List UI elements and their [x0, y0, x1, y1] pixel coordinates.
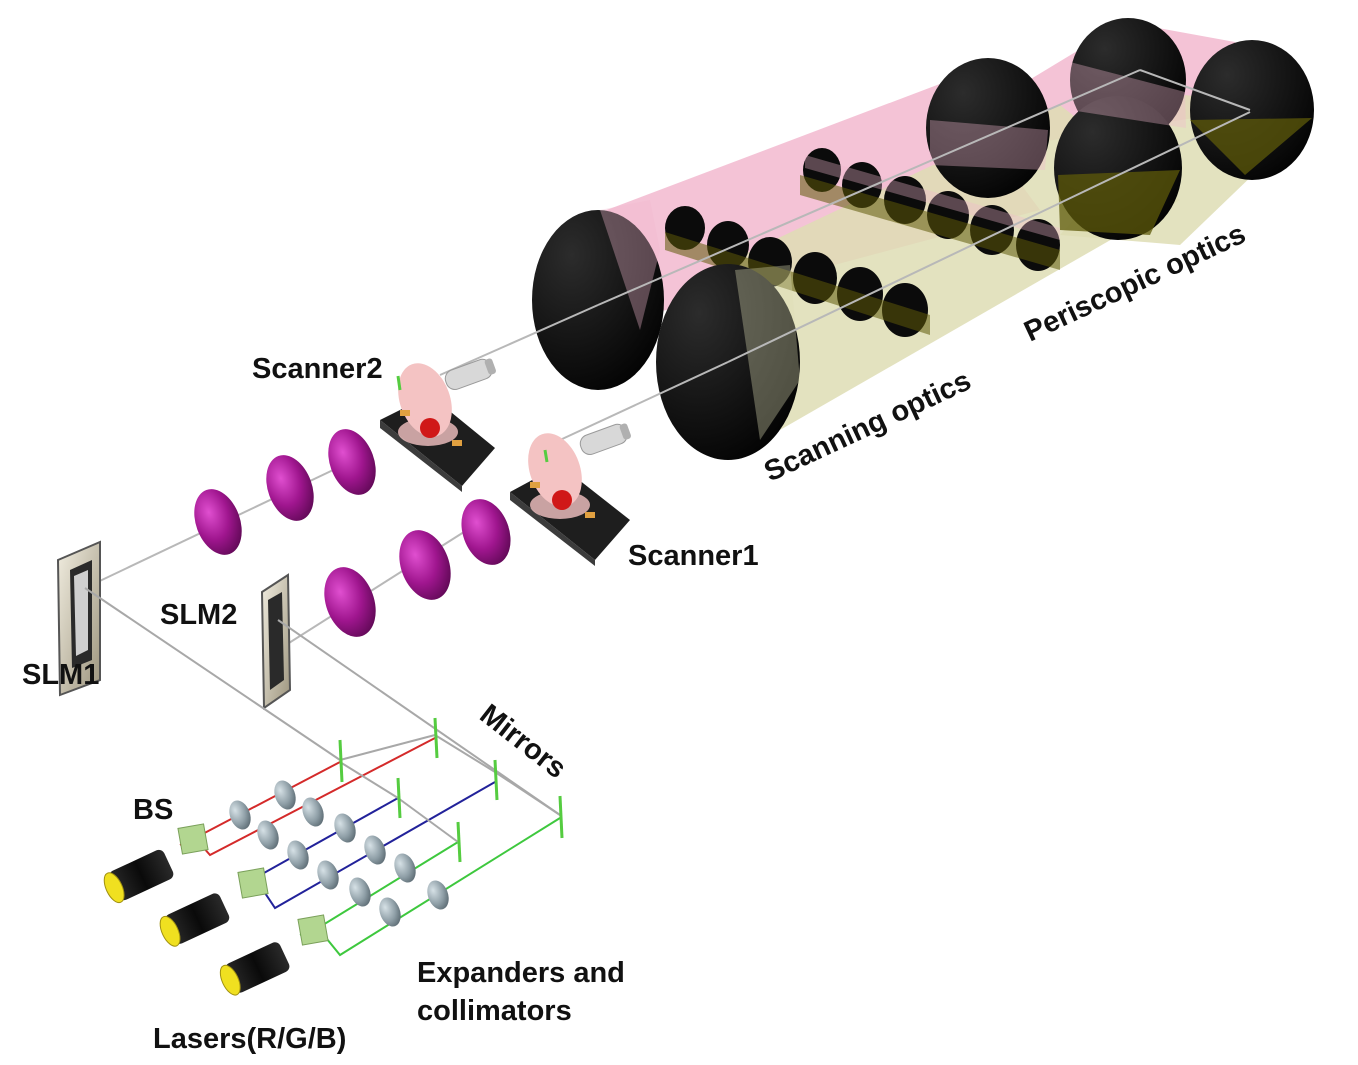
label-lasers: Lasers(R/G/B) [153, 1023, 346, 1055]
mirror [433, 717, 439, 759]
scanner1-mirror [528, 433, 582, 507]
mirror [396, 375, 402, 391]
expander-lenses [229, 780, 449, 927]
mirrors [338, 375, 564, 863]
expander-lens [274, 780, 296, 810]
scanner2-mirror [398, 363, 452, 437]
optical-axes [84, 69, 1251, 656]
beam-splitters [177, 823, 329, 946]
relay-lens-slm1-2 [266, 455, 314, 521]
relay-lens-slm2-2 [399, 530, 451, 600]
laser-green [219, 942, 290, 996]
beam-splitter-green [297, 914, 329, 946]
expander-lens [257, 820, 279, 850]
laser-red [103, 849, 174, 904]
laser-body [109, 849, 174, 901]
periscopic-lenses [926, 18, 1314, 240]
mirror [558, 795, 564, 839]
expander-lens [364, 835, 386, 865]
relay-lens-slm2-1 [324, 567, 376, 637]
scanner2-actuator [420, 418, 440, 438]
beam-splitter-blue [237, 867, 269, 899]
expander-lens [394, 853, 416, 883]
label-expanders-line2: collimators [417, 995, 572, 1027]
scanner1-cylinder [579, 423, 631, 455]
label-expanders-line1: Expanders and [417, 957, 625, 989]
expander-lens [287, 840, 309, 870]
label-scanner1: Scanner1 [628, 540, 759, 572]
relay-lens-slm2-3 [461, 499, 511, 565]
slm-2 [260, 573, 292, 710]
scanner1-actuator [552, 490, 572, 510]
periscopic-lens-mid-1 [926, 58, 1050, 198]
mirror [396, 777, 402, 819]
slm-feed-lines [84, 587, 561, 816]
beam-splitter-red [177, 823, 209, 855]
label-mirrors: Mirrors [474, 698, 572, 785]
mirror [338, 739, 344, 783]
front-large-lenses [532, 200, 800, 460]
label-scanner2: Scanner2 [252, 353, 383, 385]
laser-cap [159, 915, 181, 947]
laser-cap [103, 872, 125, 904]
expander-lens [427, 880, 449, 910]
relay-lenses [194, 429, 511, 637]
laser-cap [219, 964, 241, 996]
label-bs: BS [133, 794, 173, 826]
expander-lens [229, 800, 251, 830]
scanner-2 [380, 358, 496, 492]
expander-lens [334, 813, 356, 843]
mirror [543, 449, 549, 463]
mirror [493, 759, 499, 801]
laser-body [165, 893, 230, 944]
label-slm2: SLM2 [160, 599, 237, 631]
expander-lens [317, 860, 339, 890]
scanning-lenses [665, 148, 1060, 337]
slm-1 [56, 540, 101, 697]
expander-lens [379, 897, 401, 927]
relay-lens-slm1-1 [194, 489, 242, 555]
laser-body [225, 942, 290, 993]
laser-blue [159, 893, 230, 947]
expander-lens [302, 797, 324, 827]
label-slm1: SLM1 [22, 659, 99, 691]
relay-lens-slm1-3 [328, 429, 376, 495]
scanner2-cylinder [444, 358, 496, 390]
mirror [456, 821, 462, 863]
expander-lens [349, 877, 371, 907]
large-lens-upper [532, 210, 664, 390]
scanner-1 [510, 423, 631, 566]
